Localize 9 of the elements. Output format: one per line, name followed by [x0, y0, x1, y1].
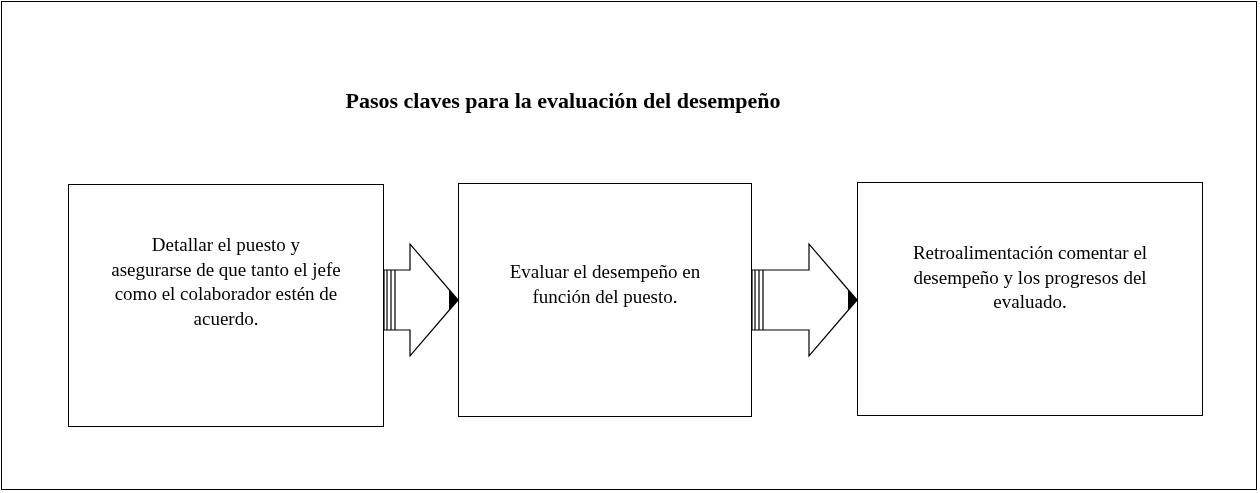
block-arrow — [751, 242, 858, 357]
step-text: Detallar el puesto y asegurarse de que tanto el jefe como el colaborador estén de acuerdo. — [111, 233, 341, 332]
step-text: Evaluar el desempeño en función del puesto. — [508, 260, 702, 309]
step-text: Retroalimentación comentar el desempeño y los progresos del evaluado. — [911, 241, 1149, 315]
process-box — [458, 183, 752, 417]
title: Pasos claves para la evaluación del desempeño — [344, 88, 782, 114]
block-arrow — [383, 242, 459, 357]
process-box — [68, 184, 384, 427]
process-box — [857, 182, 1203, 416]
